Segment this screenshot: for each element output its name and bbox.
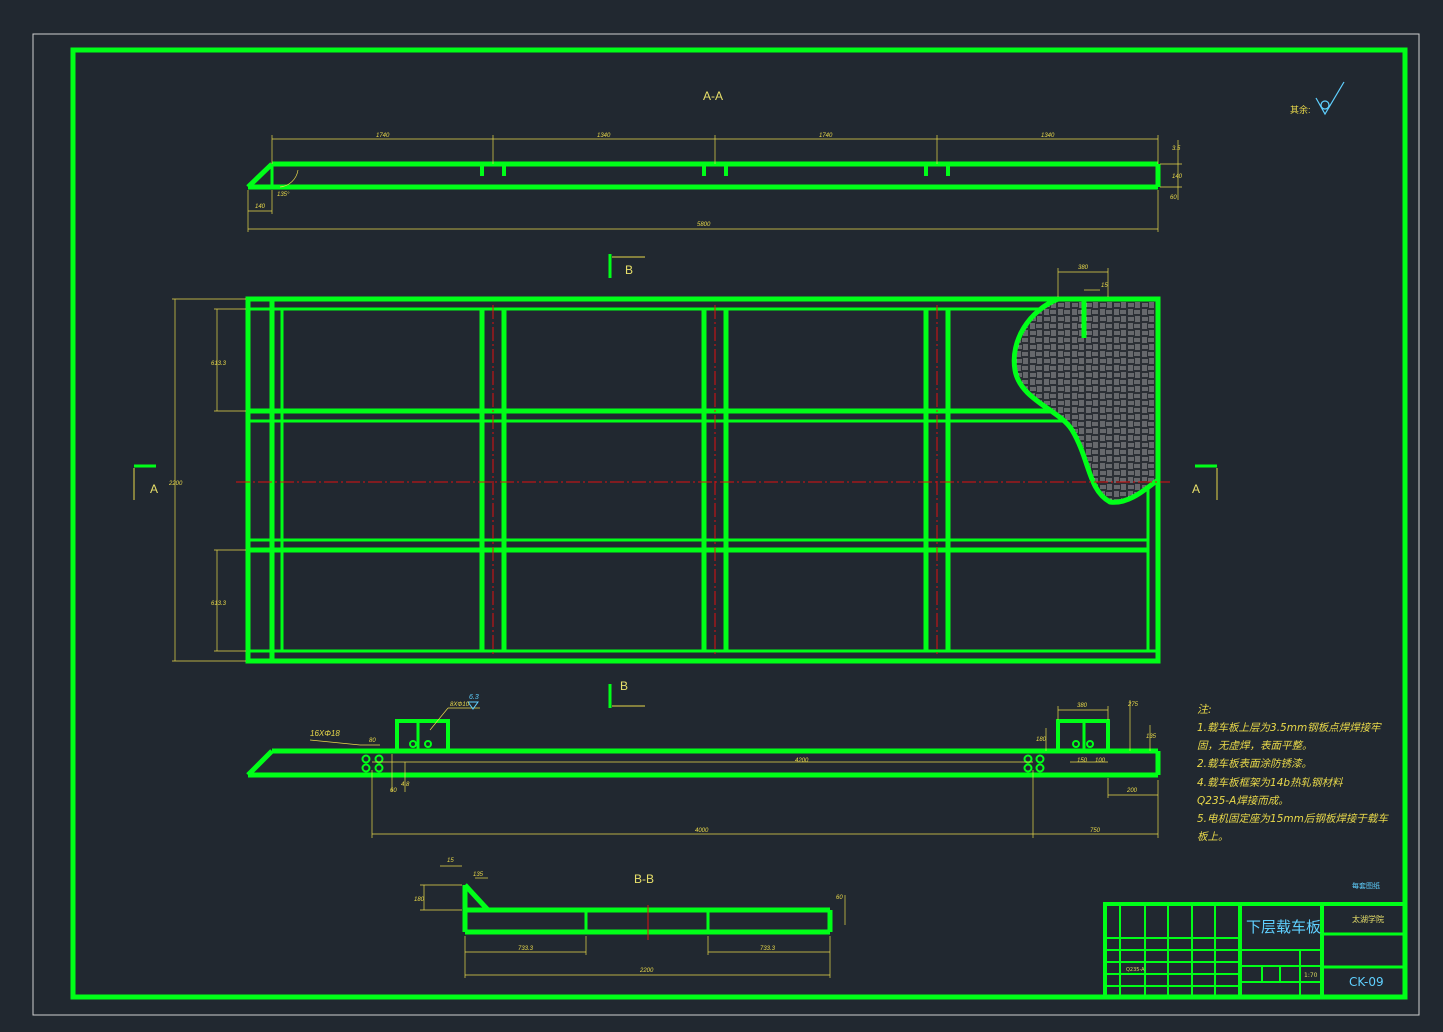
dim-side-4000: 4000 bbox=[695, 828, 709, 834]
label-cut-b-top: B bbox=[625, 263, 633, 277]
dim-aa-r3: 60 bbox=[1170, 195, 1177, 201]
dim-side-4200: 4200 bbox=[795, 758, 809, 764]
label-section-aa: A-A bbox=[703, 89, 723, 103]
side-dimensions bbox=[309, 700, 1159, 838]
plan-dimensions bbox=[172, 268, 1109, 662]
dim-side-60: 60 bbox=[390, 788, 397, 794]
cut-marks bbox=[134, 254, 1217, 708]
dim-bb-total: 2200 bbox=[639, 968, 654, 974]
section-aa-view bbox=[246, 161, 1161, 190]
dim-side-750: 750 bbox=[1090, 828, 1101, 834]
dim-plan-h1: 613.3 bbox=[211, 361, 227, 367]
dim-plan-top1: 380 bbox=[1078, 265, 1089, 271]
dim-side-180: 180 bbox=[1036, 737, 1047, 743]
section-aa-dimensions bbox=[247, 135, 1182, 232]
title-sheet-note: 每套图纸 bbox=[1352, 881, 1380, 890]
weld-symbol bbox=[467, 701, 479, 710]
dim-plan-total: 2200 bbox=[168, 481, 183, 487]
dim-aa-total: 5800 bbox=[697, 222, 711, 228]
dim-aa-r1: 3.5 bbox=[1172, 146, 1181, 152]
label-cut-a-left: A bbox=[150, 482, 158, 496]
plan-centerlines bbox=[236, 305, 1170, 656]
dim-bb-l: 733.3 bbox=[518, 946, 534, 952]
dim-plan-h2: 613.3 bbox=[211, 601, 227, 607]
dim-aa-angle: 135° bbox=[277, 192, 290, 198]
dim-side-4-8: 4.8 bbox=[401, 782, 410, 788]
dim-side-80: 80 bbox=[369, 738, 376, 744]
dim-bb-180: 180 bbox=[414, 897, 425, 903]
surface-finish-icon bbox=[1315, 81, 1345, 116]
title-material: Q235-A bbox=[1126, 967, 1145, 973]
dim-bb-15: 15 bbox=[447, 858, 454, 864]
dim-plan-top2: 15 bbox=[1101, 283, 1108, 289]
dim-side-100: 100 bbox=[1095, 758, 1106, 764]
side-bolt-holes bbox=[361, 740, 1094, 773]
dim-aa-r2: 140 bbox=[1172, 174, 1183, 180]
side-view bbox=[246, 719, 1161, 778]
sheet-inner-border bbox=[70, 47, 1408, 1000]
notes-line-3: 2.载车板表面涂防锈漆。 bbox=[1197, 758, 1312, 770]
notes-line-4: 4.载车板框架为14b热轧钢材料 bbox=[1197, 777, 1343, 789]
dim-bb-135: 135 bbox=[473, 872, 484, 878]
notes-line-5: Q235-A焊接而成。 bbox=[1197, 795, 1289, 807]
dim-side-hole: 16XΦ18 bbox=[310, 729, 340, 738]
label-cut-b-bottom: B bbox=[620, 679, 628, 693]
surface-finish-label: 其余: bbox=[1290, 104, 1311, 115]
section-bb-dimensions bbox=[420, 865, 846, 978]
notes-line-7: 板上。 bbox=[1197, 831, 1229, 843]
label-cut-a-right: A bbox=[1192, 482, 1200, 496]
sheet-outer-border bbox=[32, 33, 1420, 1016]
dim-aa-1: 1740 bbox=[376, 133, 390, 139]
dim-side-380: 380 bbox=[1077, 703, 1088, 709]
dim-side-135: 135 bbox=[1146, 734, 1157, 740]
dim-side-275: 275 bbox=[1127, 702, 1139, 708]
dim-aa-3: 1740 bbox=[819, 133, 833, 139]
checker-plate-cutaway bbox=[1011, 296, 1161, 505]
dim-side-200: 200 bbox=[1126, 788, 1138, 794]
plan-view-frame bbox=[245, 296, 1161, 664]
notes-title: 注: bbox=[1197, 703, 1212, 716]
dim-bb-r: 733.3 bbox=[760, 946, 776, 952]
notes-line-2: 固，无虚焊，表面平整。 bbox=[1197, 740, 1313, 752]
dim-side-150: 150 bbox=[1077, 758, 1088, 764]
title-school: 太湖学院 bbox=[1352, 914, 1384, 924]
label-section-bb: B-B bbox=[634, 872, 654, 886]
dim-aa-left: 140 bbox=[255, 204, 266, 210]
dim-side-weld: 6.3 bbox=[469, 694, 479, 701]
cut-arrows bbox=[133, 256, 1218, 707]
dim-aa-4: 1340 bbox=[1041, 133, 1055, 139]
dim-aa-2: 1340 bbox=[597, 133, 611, 139]
title-drawing-no: CK-09 bbox=[1349, 975, 1384, 989]
title-scale: 1:70 bbox=[1304, 972, 1318, 979]
dim-side-bolt: 8XΦ10 bbox=[450, 702, 470, 708]
dim-bb-60: 60 bbox=[836, 895, 843, 901]
title-block bbox=[1103, 902, 1407, 999]
notes-line-1: 1.载车板上层为3.5mm钢板点焊焊接牢 bbox=[1197, 722, 1382, 734]
title-part-name: 下层载车板 bbox=[1246, 918, 1321, 936]
notes-line-6: 5.电机固定座为15mm后钢板焊接于载车 bbox=[1197, 813, 1389, 825]
